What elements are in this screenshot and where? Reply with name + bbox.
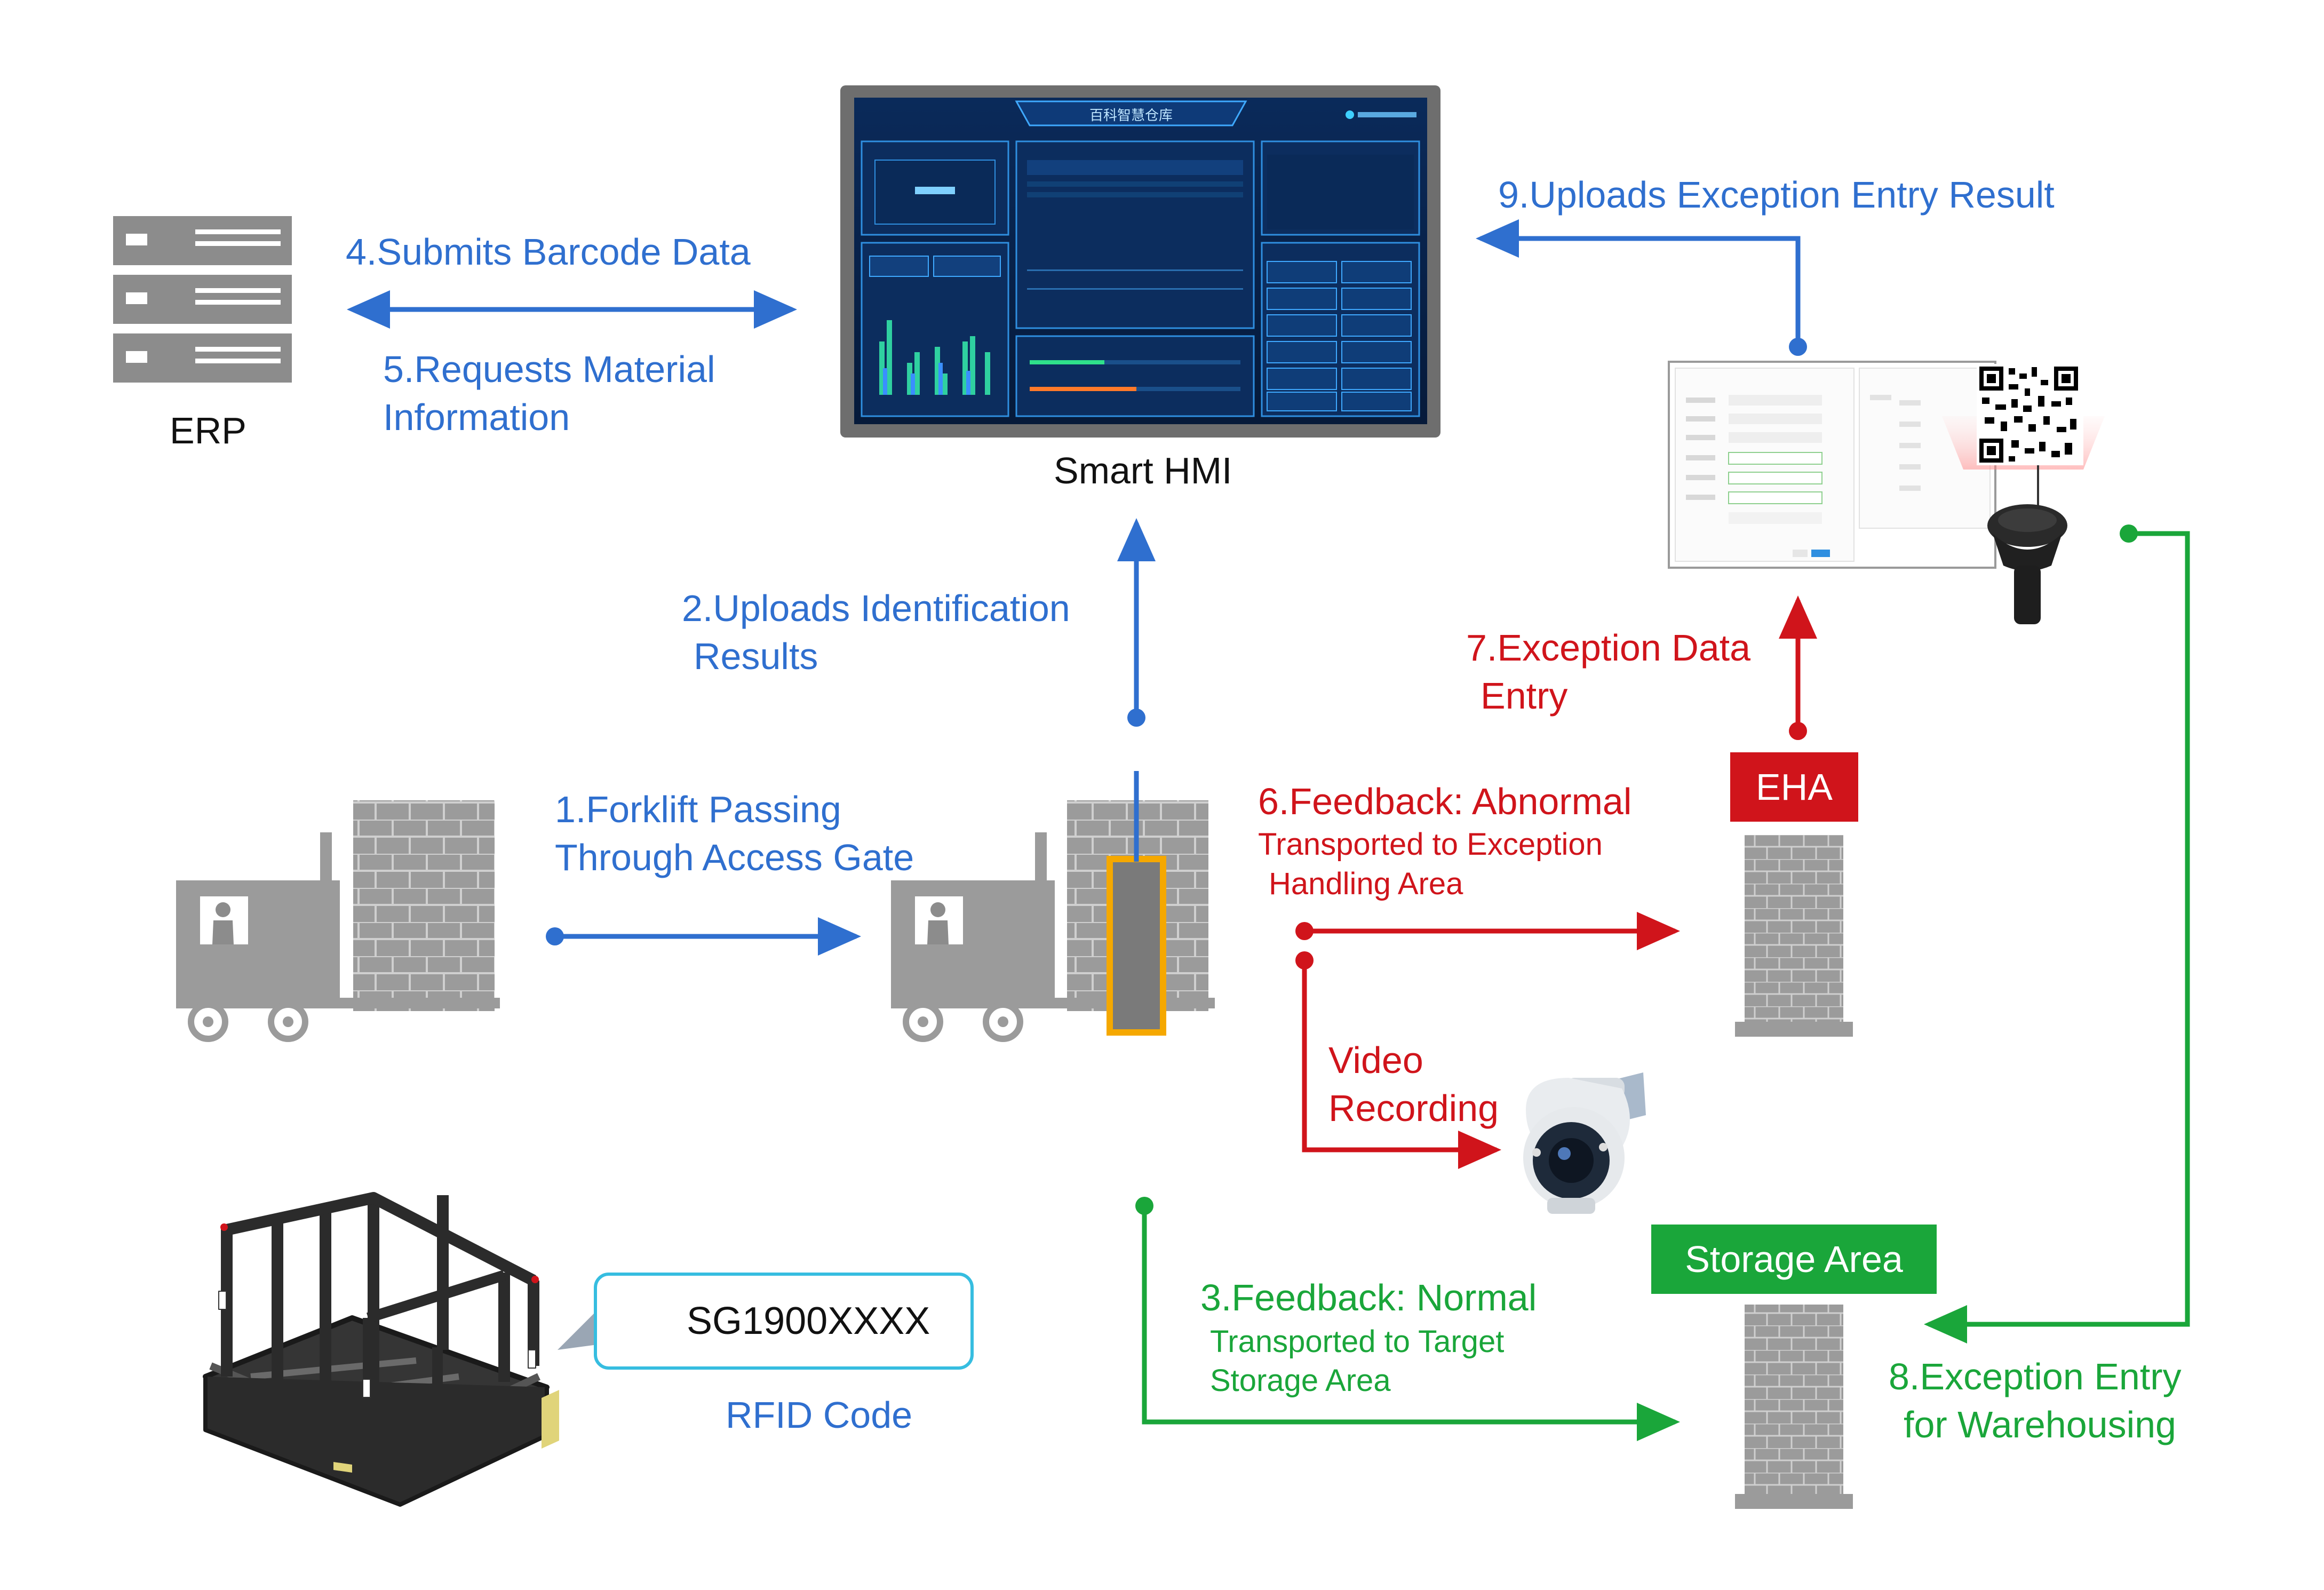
security-camera-icon <box>1523 1072 1646 1214</box>
step-7-label-line1: 7.Exception Data <box>1466 627 1751 669</box>
storage-area-label: Storage Area <box>1685 1238 1903 1280</box>
arrow-8-form-to-storage <box>1924 531 2190 1343</box>
erp-label: ERP <box>170 410 246 451</box>
rfid-callout-pointer <box>558 1310 598 1350</box>
step-5-label-line2: Information <box>383 396 570 438</box>
rfid-code-label: RFID Code <box>726 1394 913 1436</box>
step-3-sub-line2: Storage Area <box>1210 1363 1391 1398</box>
step-3-sub-line1: Transported to Target <box>1210 1324 1505 1359</box>
step-1-label-line2: Through Access Gate <box>555 837 914 878</box>
storage-goods-stack <box>1735 1305 1853 1509</box>
video-recording-line2: Recording <box>1328 1087 1499 1129</box>
rfid-code-value: SG1900XXXX <box>687 1300 930 1342</box>
hmi-monitor <box>840 85 1440 438</box>
step-8-label-line2: for Warehousing <box>1904 1404 2176 1445</box>
eha-goods-stack <box>1735 835 1853 1037</box>
step-6-heading: 6.Feedback: Abnormal <box>1258 781 1632 822</box>
rfid-code-card: SG1900XXXX <box>594 1273 974 1370</box>
access-gate <box>1107 856 1166 1036</box>
step-8-label-line1: 8.Exception Entry <box>1889 1356 2182 1397</box>
eha-badge: EHA <box>1730 752 1858 822</box>
forklift-icon <box>176 800 500 1042</box>
step-9-label: 9.Uploads Exception Entry Result <box>1498 174 2055 216</box>
step-2-label-line2: Results <box>694 635 818 677</box>
forklift-at-gate-icon <box>891 800 1215 1042</box>
eha-label: EHA <box>1756 766 1833 808</box>
storage-area-badge: Storage Area <box>1651 1225 1937 1294</box>
step-7-label-line2: Entry <box>1481 675 1568 717</box>
step-3-heading: 3.Feedback: Normal <box>1200 1277 1537 1318</box>
pallet-cage-icon <box>203 1192 559 1507</box>
qr-code-icon <box>1977 364 2083 465</box>
hmi-screen-title: 百科智慧仓库 <box>1089 107 1173 123</box>
arrow-video-recording <box>1302 960 1501 1169</box>
video-recording-line1: Video <box>1328 1039 1423 1081</box>
step-1-label-line1: 1.Forklift Passing <box>555 789 841 830</box>
step-4-label: 4.Submits Barcode Data <box>346 231 751 273</box>
exception-entry-form <box>1668 361 1996 569</box>
server-rack-icon <box>113 216 292 383</box>
step-2-label-line1: 2.Uploads Identification <box>682 587 1070 629</box>
barcode-scanner-icon <box>1987 465 2067 624</box>
smart-hmi-label: Smart HMI <box>1054 450 1232 491</box>
step-6-sub-line1: Transported to Exception <box>1258 827 1603 862</box>
step-6-sub-line2: Handling Area <box>1269 866 1463 901</box>
step-5-label-line1: 5.Requests Material <box>383 348 715 390</box>
arrow-3-to-storage <box>1142 1206 1680 1441</box>
arrow-9-form-to-hmi <box>1476 219 1801 347</box>
